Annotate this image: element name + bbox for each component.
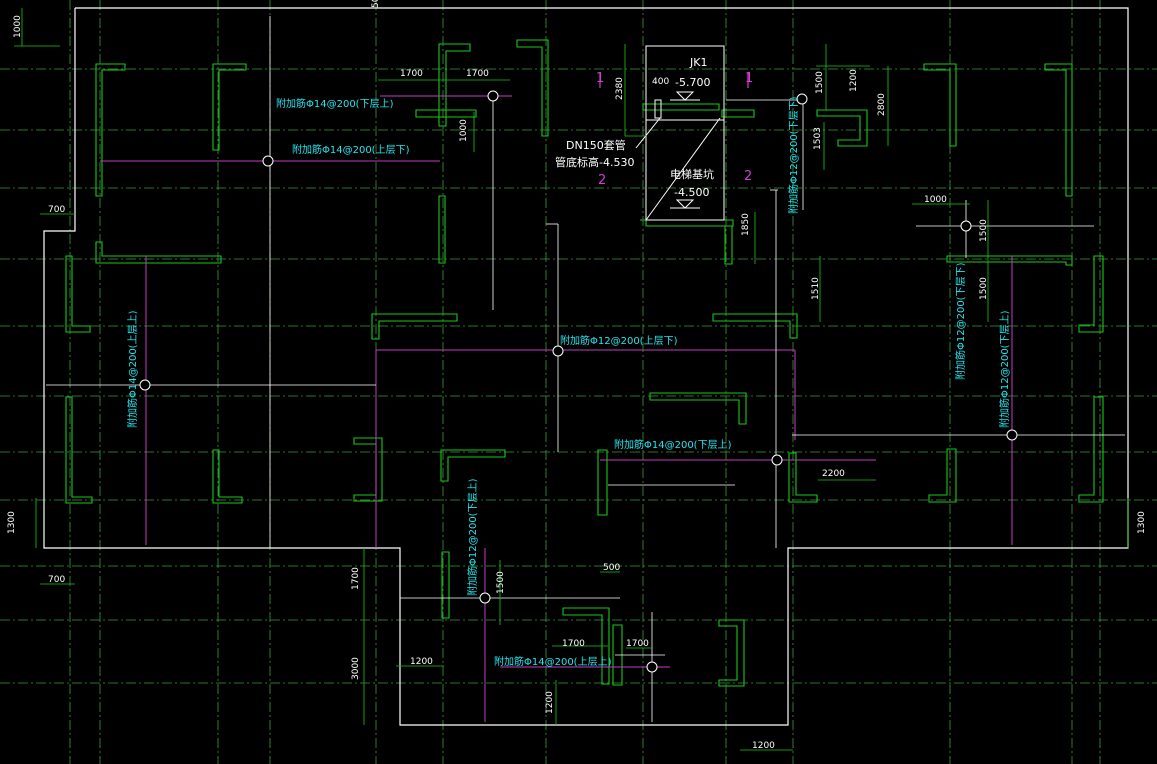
dim-label: 3000 — [351, 657, 361, 680]
dim-label: 2380 — [615, 77, 625, 100]
pit-tag: JK1 — [689, 56, 707, 69]
dim-label: 1000 — [924, 195, 947, 205]
rebar-label: 附加筋Φ12@200(上层下) — [560, 334, 678, 347]
dim-label: 1500 — [979, 277, 989, 300]
pit-pipe-level: 管底标高-4.530 — [555, 155, 634, 169]
rebar-lines — [100, 95, 1013, 722]
section-mark-lines — [599, 72, 749, 88]
rebar-label: 附加筋Φ12@200(下层下) — [954, 262, 967, 380]
dim-label: 1300 — [7, 511, 17, 534]
pit-level-top: -5.700 — [675, 76, 710, 89]
dim-label: 2800 — [877, 93, 887, 116]
dim-label: 1510 — [811, 277, 821, 300]
dim-label: 1200 — [752, 741, 775, 751]
section-mark: 1 — [596, 71, 604, 86]
dim-label: 1200 — [849, 69, 859, 92]
dim-label: 1500 — [979, 219, 989, 242]
dim-label: 1300 — [1137, 511, 1147, 534]
dim-label: 1700 — [626, 639, 649, 649]
dim-label: 1503 — [813, 127, 823, 150]
section-mark: 1 — [745, 71, 753, 86]
dim-label: 1000 — [13, 15, 23, 38]
slab-outline — [43, 7, 1129, 726]
section-mark: 2 — [598, 173, 606, 188]
elevator-pit — [635, 45, 725, 221]
dim-label: 50 — [371, 0, 381, 8]
rebar-label: 附加筋Φ12@200(下层下) — [787, 96, 800, 214]
rebar-label: 附加筋Φ14@200(上层上) — [126, 310, 139, 428]
dim-label: 1700 — [466, 69, 489, 79]
rebar-label: 附加筋Φ12@200(下层上) — [466, 478, 479, 596]
dim-label: 1200 — [410, 657, 433, 667]
rebar-label: 附加筋Φ14@200(上层下) — [292, 143, 410, 156]
reference-lines — [46, 16, 1125, 722]
rebar-label: 附加筋Φ14@200(下层上) — [276, 97, 394, 110]
dimension-lines — [14, 8, 1129, 751]
dim-label: 1200 — [545, 691, 555, 714]
dim-label: 1500 — [496, 571, 506, 594]
dim-label: 2200 — [822, 469, 845, 479]
section-mark: 2 — [744, 169, 752, 184]
dim-label: 700 — [48, 205, 65, 215]
rebar-label: 附加筋Φ14@200(上层上) — [494, 655, 612, 668]
pit-pipe: DN150套管 — [566, 138, 626, 152]
pit-level-bottom: -4.500 — [674, 186, 709, 199]
dim-label: 1850 — [741, 213, 751, 236]
dim-label: 1700 — [400, 69, 423, 79]
dim-label: 500 — [603, 563, 620, 573]
pit-name: 电梯基坑 — [670, 167, 714, 181]
dim-label: 700 — [48, 575, 65, 585]
dim-label: 1700 — [562, 639, 585, 649]
rebar-circles — [139, 90, 1018, 673]
dim-label: 1700 — [351, 567, 361, 590]
dim-label: 1500 — [815, 71, 825, 94]
rebar-label: 附加筋Φ12@200(下层上) — [998, 310, 1011, 428]
dim-label: 1000 — [459, 119, 469, 142]
rebar-label: 附加筋Φ14@200(下层上) — [614, 438, 732, 451]
pit-offset: 400 — [652, 77, 669, 87]
